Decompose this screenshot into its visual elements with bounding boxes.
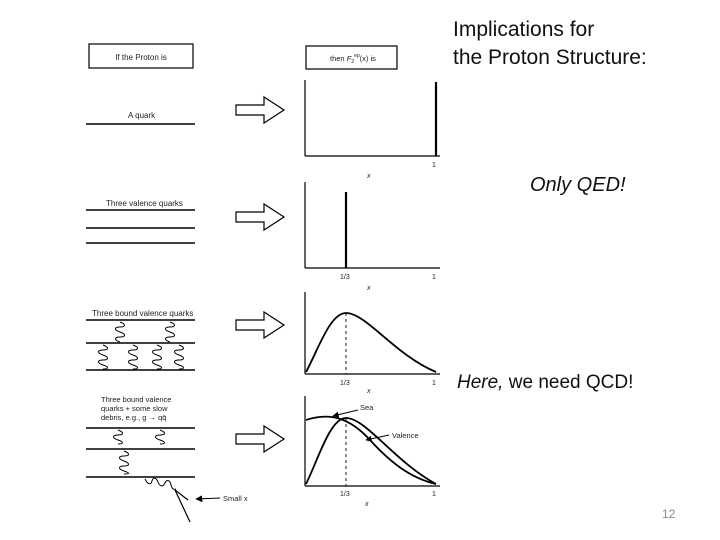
- plot4-tick-third: 1/3: [340, 491, 350, 498]
- left-header-box: If the Proton is: [88, 43, 194, 69]
- sea-quark-line: [174, 489, 189, 501]
- note-only-qed: Only QED!: [530, 174, 626, 196]
- plot3-tick-one: 1: [432, 380, 436, 387]
- plot2-tick-third: 1/3: [340, 274, 350, 281]
- gluon-coil: [152, 344, 162, 370]
- title-line-1: Implications for: [453, 18, 595, 41]
- gluon-coil: [165, 321, 175, 343]
- plot4-tick-one: 1: [432, 491, 436, 498]
- plot2-x-label: x: [366, 285, 371, 292]
- gluon-coil: [128, 344, 138, 370]
- title-line-2: the Proton Structure:: [453, 46, 647, 69]
- right-header-text: then F2ep(x) is: [330, 53, 376, 65]
- plot-peaked-valence: 1/3 1 x: [304, 292, 440, 395]
- left-header-text: If the Proton is: [115, 53, 167, 62]
- plot1-x-label: x: [366, 173, 371, 180]
- label-valence: Valence: [392, 431, 419, 440]
- arrow-row-3: [235, 310, 286, 340]
- plot3-tick-third: 1/3: [340, 380, 350, 387]
- gluon-coil: [115, 321, 125, 343]
- label-three-bound-valence-quarks: Three bound valence quarks: [92, 309, 193, 318]
- gluon-coil: [113, 429, 123, 445]
- right-header-box: then F2ep(x) is: [305, 45, 398, 70]
- page-number: 12: [662, 507, 676, 521]
- label-three-valence-quarks: Three valence quarks: [106, 199, 183, 208]
- plot4-x-label: x: [364, 501, 369, 508]
- gluon-coil: [174, 344, 184, 370]
- plot3-x-label: x: [366, 388, 371, 395]
- arrow-row-2: [235, 202, 286, 232]
- label-small-x: Small x: [223, 494, 248, 503]
- gluon-coil: [119, 450, 129, 475]
- plot-valence-and-sea: Sea Valence 1/3 1 x: [304, 396, 440, 508]
- sea-antiquark-line: [174, 489, 191, 523]
- small-x-pointer-arrow: [195, 495, 221, 503]
- arrow-row-4: [235, 424, 286, 454]
- note-qcd-emphasis: Here,: [457, 372, 504, 393]
- gluon-coil: [98, 344, 108, 370]
- gluon-emission-coil: [144, 477, 177, 490]
- sea-curve: [305, 415, 437, 485]
- plot2-tick-one: 1: [432, 274, 436, 281]
- row-three-bound-valence-quarks: Three bound valence quarks: [86, 309, 195, 371]
- arrow-row-1: [235, 95, 286, 125]
- note-qcd-rest: we need QCD!: [503, 372, 634, 393]
- slide-title: Implications for the Proton Structure:: [453, 16, 713, 72]
- valence-peak-curve: [305, 312, 437, 373]
- plot1-tick-one: 1: [432, 162, 436, 169]
- gluon-coil: [155, 429, 165, 445]
- sea-pointer: [332, 409, 359, 418]
- label-a-quark: A quark: [128, 111, 156, 120]
- label-sea: Sea: [360, 403, 374, 412]
- row-valence-plus-sea: Three bound valence quarks + some slow d…: [86, 395, 248, 523]
- valence-pointer: [365, 434, 390, 442]
- plot-delta-at-third: 1/3 1 x: [304, 182, 440, 292]
- note-need-qcd: Here, we need QCD!: [457, 372, 633, 394]
- row-single-quark: A quark: [86, 111, 195, 125]
- label-valence-plus-debris: Three bound valence quarks + some slow d…: [101, 395, 174, 422]
- row-three-valence-quarks: Three valence quarks: [86, 199, 195, 244]
- plot-delta-at-one: 1 x: [304, 80, 440, 180]
- valence-curve: [305, 417, 437, 485]
